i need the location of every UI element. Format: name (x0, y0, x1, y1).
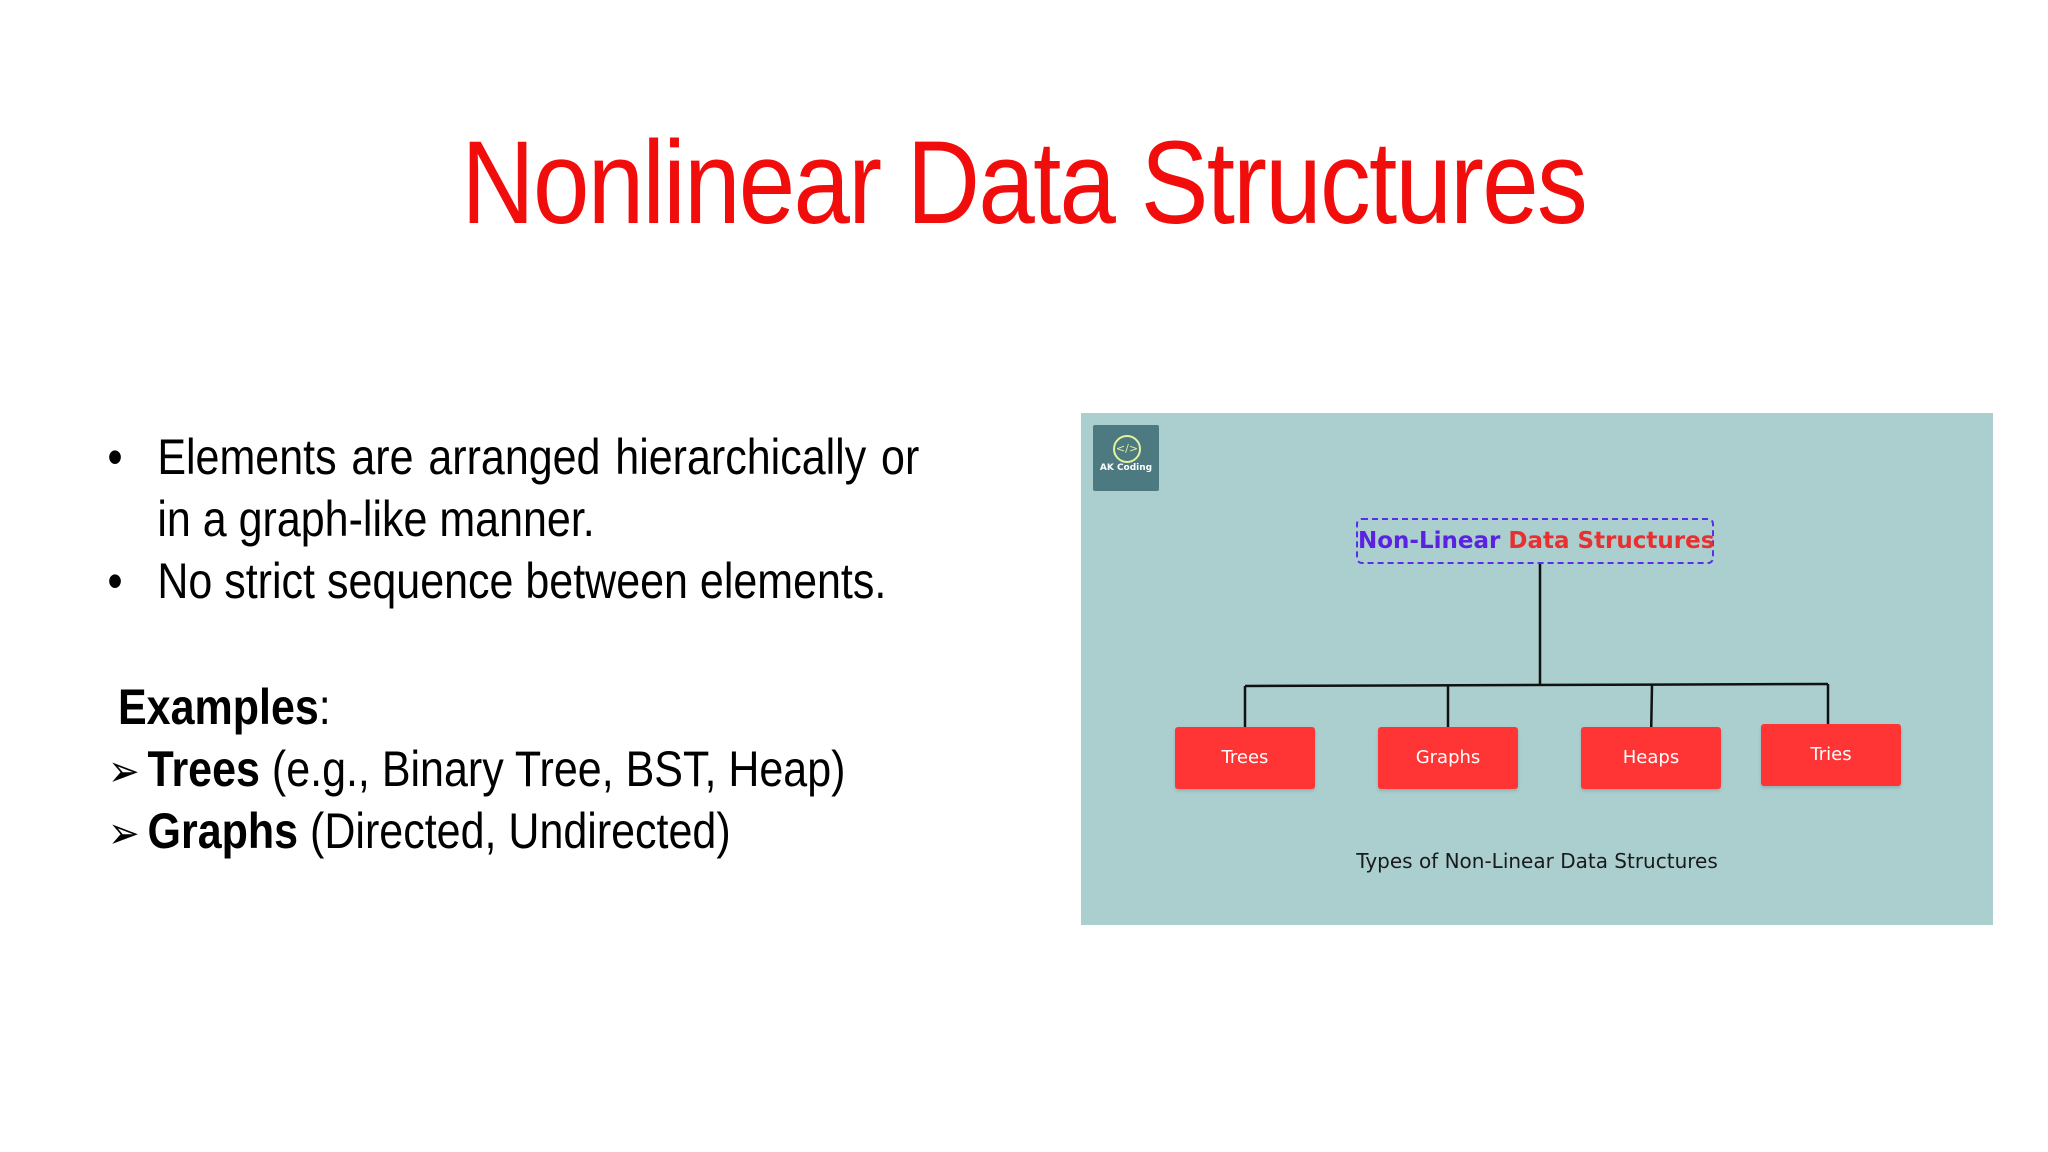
bullet-dot-icon: • (107, 429, 123, 485)
examples-heading: Examples: (118, 676, 331, 738)
example-item: ➢Trees (e.g., Binary Tree, BST, Heap) (108, 738, 845, 803)
horizontal-connector (1244, 682, 1829, 688)
root-node: Non-Linear Data Structures (1356, 518, 1714, 564)
bullet-item: • Elements are arranged hierarchically o… (104, 426, 919, 550)
root-label-part1: Non-Linear (1358, 528, 1501, 554)
slide-title: Nonlinear Data Structures (461, 117, 1587, 249)
root-label-part2: Data Structures (1500, 528, 1715, 554)
ak-coding-logo: </> AK Coding (1093, 425, 1159, 491)
bullet-dot-icon: • (107, 553, 123, 609)
node-graphs: Graphs (1378, 727, 1518, 789)
example-name: Trees (147, 741, 260, 797)
arrow-bullet-icon: ➢ (108, 809, 140, 858)
diagram-caption: Types of Non-Linear Data Structures (1356, 849, 1718, 873)
bullet-text: Elements are arranged hierarchically or … (157, 429, 920, 547)
example-name: Graphs (147, 803, 299, 859)
diagram-image: </> AK Coding Non-Linear Data Structures… (1081, 413, 1993, 925)
bullet-item: • No strict sequence between elements. (104, 550, 919, 612)
code-icon: </> (1113, 435, 1141, 463)
arrow-bullet-icon: ➢ (108, 747, 140, 796)
example-item: ➢Graphs (Directed, Undirected) (108, 800, 731, 865)
examples-label: Examples (118, 679, 319, 735)
examples-colon: : (318, 679, 331, 735)
bullet-list: • Elements are arranged hierarchically o… (104, 426, 919, 612)
node-heaps: Heaps (1581, 727, 1721, 789)
node-trees: Trees (1175, 727, 1315, 789)
logo-text: AK Coding (1099, 463, 1153, 473)
node-tries: Tries (1761, 724, 1901, 786)
example-detail: (e.g., Binary Tree, BST, Heap) (259, 741, 846, 797)
example-detail: (Directed, Undirected) (298, 803, 731, 859)
bullet-text: No strict sequence between elements. (157, 553, 887, 609)
